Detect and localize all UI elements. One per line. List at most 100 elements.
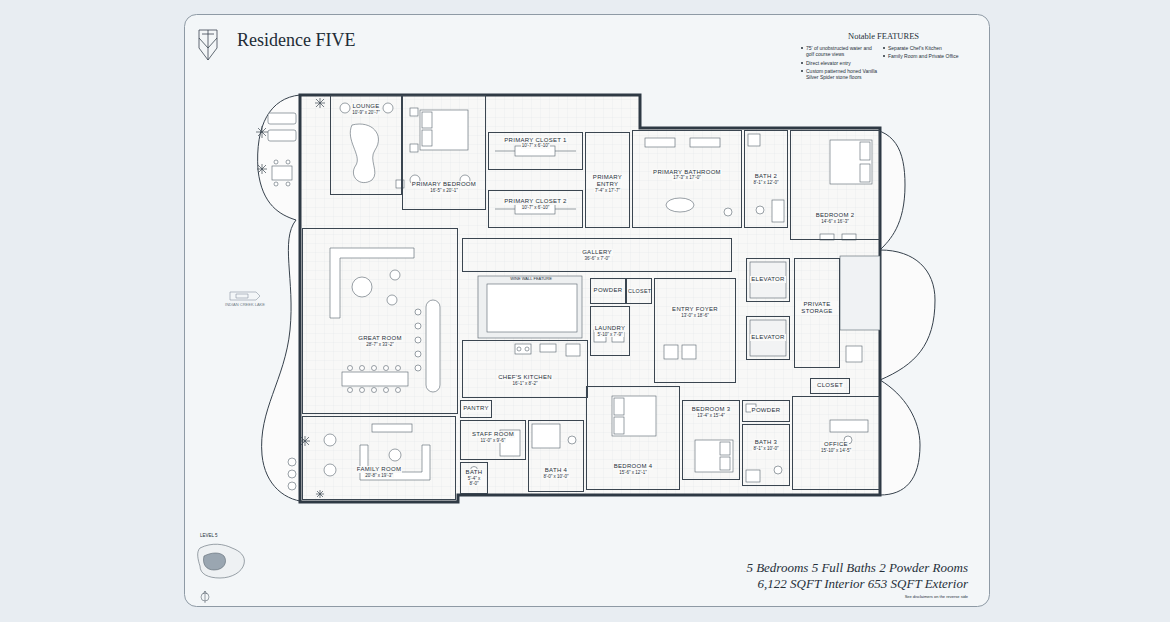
room-outline: POWDER [742,400,790,422]
room-outline: POWDER [590,278,626,304]
room-name: BEDROOM 3 [691,406,732,413]
room-outline: BEDROOM 415'-6" x 12'-1" [586,386,680,490]
room-dimension: 8'-1" x 12'-0" [752,180,779,185]
room-name: BEDROOM 4 [613,463,654,470]
room-label: CLOSET [627,288,651,294]
feature-row: 75' of unobstructed water and golf cours… [806,45,878,57]
room-label: PRIVATE STORAGE [795,301,839,315]
room-outline: ELEVATOR [746,316,790,360]
room-label: ENTRY FOYER13'-0" x 18'-6" [655,306,735,318]
room-dimension: 11'-0" x 9'-6" [480,438,507,443]
room-label: BEDROOM 415'-6" x 12'-1" [587,463,679,475]
room-dimension: 16'-5" x 20'-1" [429,188,459,193]
room-label: BATH5'-4" x 8'-0" [461,469,487,486]
room-outline: PANTRY [460,400,492,418]
room-dimension: 8'-1" x 10'-0" [752,446,779,451]
room-name: POWDER [593,287,624,294]
key-plan [198,544,245,603]
room-name: ELEVATOR [750,334,785,341]
room-name: GREAT ROOM [357,335,402,342]
room-dimension: 13'-0" x 18'-6" [680,313,710,318]
room-dimension: 15'-10" x 14'-5" [820,448,852,453]
room-outline: OFFICE15'-10" x 14'-5" [792,396,880,490]
room-name: LOUNGE [351,103,380,110]
room-label: PRIMARY CLOSET 210'-7" x 6'-10" [489,198,582,210]
room-dimension: 13'-4" x 15'-4" [696,413,726,418]
room-dimension: 10'-7" x 6'-10" [521,205,551,210]
room-name: POWDER [751,407,782,414]
room-name: GALLERY [581,249,613,256]
room-label: CLOSET [811,382,849,389]
room-outline: CLOSET [626,278,652,304]
logo-mark [199,30,217,60]
feature-row: Custom patterned honed Vanilla Silver Sp… [806,68,878,80]
room-outline: ELEVATOR [746,258,790,302]
room-dimension: 16'-1" x 8'-2" [511,381,538,386]
room-dimension: 10'-9" x 20'-7" [351,110,381,115]
room-name: PRIMARY BATHROOM [652,169,722,176]
room-label: BEDROOM 313'-4" x 15'-4" [683,406,739,418]
bullet-dot [801,70,803,72]
room-name: BEDROOM 2 [815,212,856,219]
room-name: BATH 4 [544,467,568,474]
room-label: BEDROOM 214'-6" x 16'-3" [791,212,879,224]
room-name: ELEVATOR [750,276,785,283]
room-outline: LAUNDRY5'-10" x 7'-9" [590,306,630,356]
feature-row: Family Room and Private Office [888,53,968,59]
disclaimer-note: See disclaimers on the reverse side [840,595,968,600]
plan-title: Residence FIVE [237,30,355,51]
room-label: PRIMARY BATHROOM17'-3" x 17'-0" [633,169,741,181]
room-label: PANTRY [461,405,491,412]
feature-item: Family Room and Private Office [888,53,968,59]
room-label: BATH 48'-0" x 10'-0" [529,467,583,479]
feature-row: Direct elevator entry [806,60,878,66]
bullet-dot [883,47,885,49]
room-outline: PRIVATE STORAGE [794,258,840,368]
room-name: LAUNDRY [594,325,627,332]
room-label: ELEVATOR [747,276,789,283]
room-outline: CHEF'S KITCHEN16'-1" x 8'-2" [462,340,588,398]
feature-item: Direct elevator entry [806,60,878,66]
room-dimension: 8'-0" x 10'-0" [542,474,569,479]
room-label: POWDER [591,287,625,294]
boat-symbol [230,292,260,300]
room-name: CLOSET [627,288,651,294]
room-label: CHEF'S KITCHEN16'-1" x 8'-2" [463,374,587,386]
bullet-dot [883,55,885,57]
room-label: OFFICE15'-10" x 14'-5" [793,441,879,453]
room-dimension: 20'-8" x 19'-3" [364,473,394,478]
room-outline: PRIMARY BEDROOM16'-5" x 20'-1" [402,95,486,210]
unit-summary: 5 Bedrooms 5 Full Baths 2 Powder Rooms [640,560,968,576]
room-name: STAFF ROOM [471,431,515,438]
room-label: FAMILY ROOM20'-8" x 19'-3" [303,466,455,478]
room-outline: FAMILY ROOM20'-8" x 19'-3" [302,416,456,500]
feature-item: Custom patterned honed Vanilla Silver Sp… [806,68,878,80]
room-name: PRIMARY BEDROOM [411,181,477,188]
sheet-frame [185,15,990,607]
room-name: CLOSET [816,382,844,389]
room-outline: PRIMARY CLOSET 210'-7" x 6'-10" [488,190,583,228]
room-label: POWDER [743,407,789,414]
room-outline: GALLERY36'-6" x 7'-0" [462,238,732,272]
room-outline: BATH 38'-1" x 10'-0" [742,424,790,486]
room-dimension: 28'-7" x 33'-2" [365,342,395,347]
room-dimension: 17'-3" x 17'-0" [672,175,702,180]
room-outline: BEDROOM 214'-6" x 16'-3" [790,130,880,240]
exterior-wall [300,95,880,502]
room-label: LAUNDRY5'-10" x 7'-9" [591,325,629,337]
feature-note: WINE WALL FEATURE [486,277,576,282]
room-outline: PRIMARY BATHROOM17'-3" x 17'-0" [632,130,742,228]
room-label: STAFF ROOM11'-0" x 9'-6" [461,431,525,443]
bullet-dot [801,62,803,64]
room-outline: PRIMARY CLOSET 110'-7" x 6'-10" [488,132,583,170]
room-name: BATH [465,469,484,476]
room-dimension: 15'-6" x 12'-1" [618,470,648,475]
room-label: LOUNGE10'-9" x 20'-7" [331,103,401,115]
room-label: GREAT ROOM28'-7" x 33'-2" [303,335,457,347]
room-label: PRIMARY ENTRY7'-4" x 17'-7" [586,174,629,193]
area-summary: 6,122 SQFT Interior 653 SQFT Exterior [640,576,968,592]
furniture [268,103,880,490]
level-label: LEVEL 5 [200,533,240,538]
room-dimension: 36'-6" x 7'-0" [583,256,610,261]
room-label: GALLERY36'-6" x 7'-0" [463,249,731,261]
